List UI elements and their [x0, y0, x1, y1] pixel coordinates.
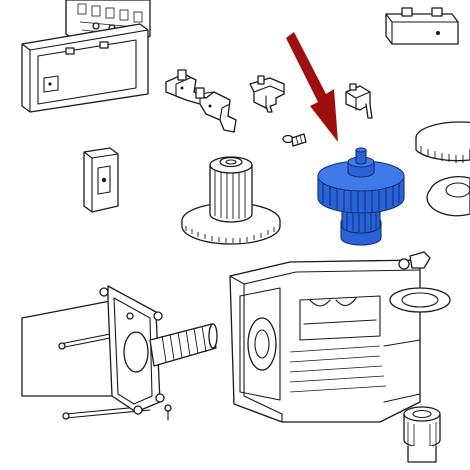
circuit-board-bracket[interactable] [21, 23, 149, 113]
pinion-gear[interactable] [317, 147, 405, 246]
cable-clamp-right[interactable] [249, 75, 285, 113]
top-connector[interactable] [385, 7, 459, 45]
small-screw[interactable] [282, 133, 307, 147]
gearbox-housing[interactable] [229, 251, 451, 423]
double-gear[interactable] [181, 156, 281, 245]
cable-clamp-left[interactable] [165, 69, 237, 133]
sliding-block[interactable] [83, 147, 119, 213]
cable-gland[interactable] [403, 406, 441, 463]
indicator-arrow [286, 32, 338, 142]
motor-flange[interactable] [99, 285, 165, 415]
motor-screw[interactable] [164, 404, 172, 421]
side-gears[interactable] [415, 121, 470, 217]
small-bracket[interactable] [345, 83, 373, 119]
worm-screw[interactable] [149, 323, 218, 367]
